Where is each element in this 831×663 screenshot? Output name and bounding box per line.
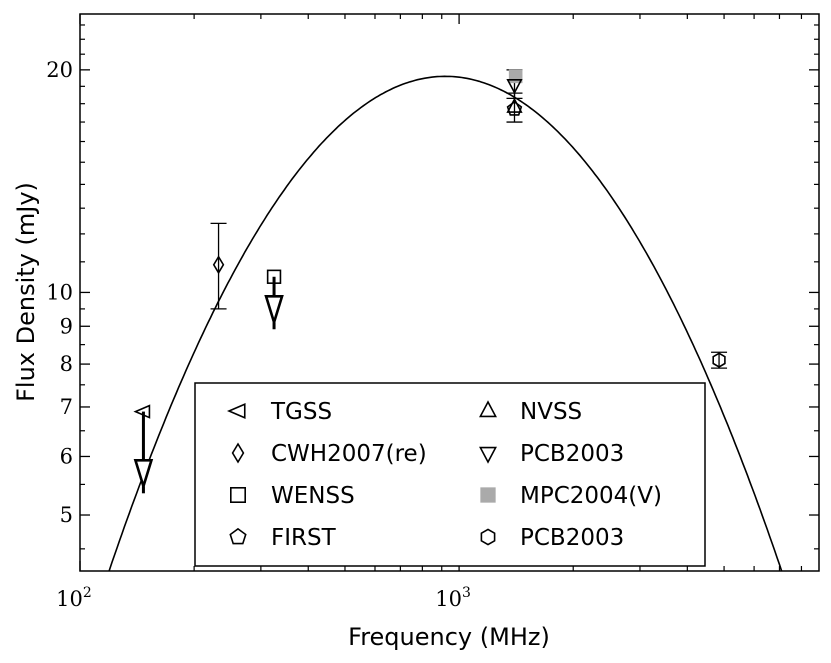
x-tick-label: 103 [435, 585, 471, 611]
y-tick-label: 8 [60, 352, 73, 376]
x-tick-labels: 102 103 [56, 585, 471, 611]
legend-item: TGSS [226, 399, 332, 425]
legend-label: NVSS [520, 399, 582, 425]
data-point-pentagon [506, 100, 523, 116]
y-tick-label: 9 [60, 314, 73, 338]
data-point-triangle-down [506, 79, 523, 95]
legend-marker-triangle-left [226, 403, 246, 419]
y-tick-label: 5 [60, 503, 73, 527]
y-tick-label: 7 [60, 395, 73, 419]
upper-limit-arrow-head [133, 459, 154, 491]
legend-items: TGSSCWH2007(re)WENSSFIRSTNVSSPCB2003MPC2… [226, 399, 662, 551]
legend-label: CWH2007(re) [271, 441, 427, 467]
legend-marker-triangle-down [479, 446, 497, 464]
y-tick-label: 10 [46, 280, 73, 304]
x-tick-label: 102 [56, 585, 92, 611]
legend-marker-square [230, 486, 247, 503]
legend-item: PCB2003 [480, 525, 624, 551]
x-axis-title: Frequency (MHz) [348, 623, 550, 651]
legend-item: PCB2003 [479, 441, 624, 467]
y-tick-label: 20 [46, 58, 73, 82]
legend-label: WENSS [271, 483, 355, 509]
legend-marker-triangle-up [479, 400, 497, 418]
legend-marker-diamond [231, 442, 245, 464]
fit-curve [108, 75, 783, 571]
data-point-square [266, 269, 282, 284]
data-point-hexagon [712, 352, 726, 368]
y-tick-labels: 5 6 7 8 9 10 20 [46, 58, 73, 527]
legend-marker-square-filled [480, 487, 496, 503]
upper-limit-arrow-head [264, 294, 284, 327]
y-tick-label: 6 [60, 444, 73, 468]
legend-frame [194, 382, 706, 567]
legend-item: WENSS [230, 483, 355, 509]
major-ticks [79, 14, 819, 571]
y-axis-title: Flux Density (mJy) [12, 182, 40, 402]
legend-item: FIRST [229, 525, 337, 551]
legend-label: MPC2004(V) [520, 483, 662, 509]
legend-marker-pentagon [229, 527, 247, 545]
data-point-triangle-up [506, 97, 523, 113]
legend-label: PCB2003 [520, 525, 624, 551]
legend-label: PCB2003 [520, 441, 624, 467]
legend-marker-hexagon [480, 528, 496, 546]
data-points [133, 69, 726, 419]
legend-item: MPC2004(V) [480, 483, 662, 509]
legend-item: CWH2007(re) [231, 441, 427, 467]
upper-limit-arrows [133, 276, 284, 494]
plot-frame [79, 13, 820, 572]
error-bars [210, 69, 728, 369]
data-point-diamond [212, 255, 225, 275]
data-point-triangle-left [133, 404, 151, 419]
legend-item: NVSS [479, 399, 582, 425]
legend-label: FIRST [271, 525, 337, 551]
minor-ticks [80, 14, 819, 571]
legend-box: TGSSCWH2007(re)WENSSFIRSTNVSSPCB2003MPC2… [194, 382, 706, 567]
legend-label: TGSS [270, 399, 332, 425]
